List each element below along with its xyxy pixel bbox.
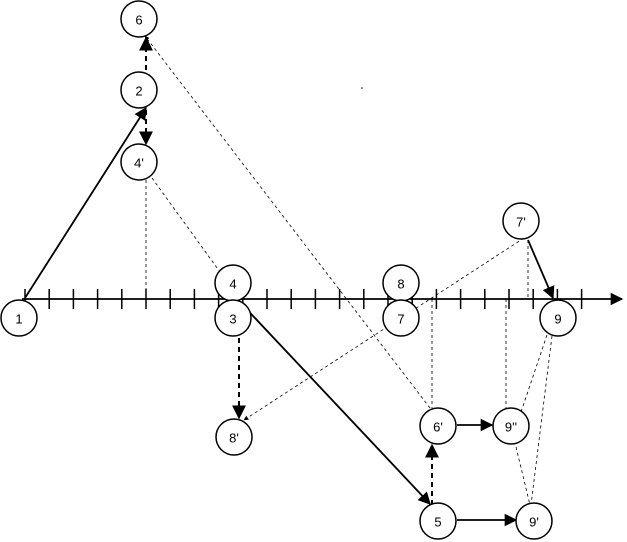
node-label: 8 <box>397 277 404 292</box>
node-6: 6 <box>120 0 158 38</box>
node-3: 3 <box>214 299 252 337</box>
node-label: 4' <box>134 156 144 171</box>
node-label: 9 <box>554 312 561 327</box>
node-label: 6' <box>433 420 443 435</box>
dashed-6-6prime <box>144 35 431 409</box>
node-7-prime: 7' <box>502 202 540 240</box>
node-4: 4 <box>214 264 252 302</box>
axis-ticks <box>24 289 583 309</box>
node-label: 4 <box>229 277 236 292</box>
stray-dot <box>361 87 363 89</box>
arrow-4-5 <box>237 299 431 505</box>
node-2: 2 <box>120 71 158 109</box>
node-label: 6 <box>135 13 142 28</box>
node-label: 8' <box>229 431 239 446</box>
node-6-prime: 6' <box>419 407 457 445</box>
node-9-prime: 9' <box>515 502 553 540</box>
dashed-7prime-8prime <box>243 237 525 421</box>
dashed-9pp-9p <box>515 446 531 506</box>
node-label: 7 <box>397 312 404 327</box>
node-7: 7 <box>382 299 420 337</box>
nodes-layer: 1 2 6 4' 4 3 8' 8 7 7' 9 6' 9'' 5 9' <box>0 0 577 540</box>
node-4-prime: 4' <box>120 143 158 181</box>
node-label: 7' <box>516 215 526 230</box>
dashed-9-9pp <box>519 334 548 416</box>
arrow-1-2 <box>24 106 147 299</box>
node-label: 9' <box>529 515 539 530</box>
node-label: 3 <box>229 312 236 327</box>
dashed-4prime-4 <box>151 177 221 273</box>
node-8-prime: 8' <box>215 418 253 456</box>
node-8: 8 <box>382 264 420 302</box>
node-label: 9'' <box>505 420 517 435</box>
node-label: 5 <box>434 515 441 530</box>
node-1: 1 <box>0 299 38 337</box>
arrow-7prime-9 <box>527 239 555 300</box>
dashed-9-9p-a <box>530 335 553 506</box>
node-label: 2 <box>135 84 142 99</box>
node-9: 9 <box>539 299 577 337</box>
node-5: 5 <box>419 502 457 540</box>
node-9-double-prime: 9'' <box>492 407 530 445</box>
node-label: 1 <box>15 312 22 327</box>
